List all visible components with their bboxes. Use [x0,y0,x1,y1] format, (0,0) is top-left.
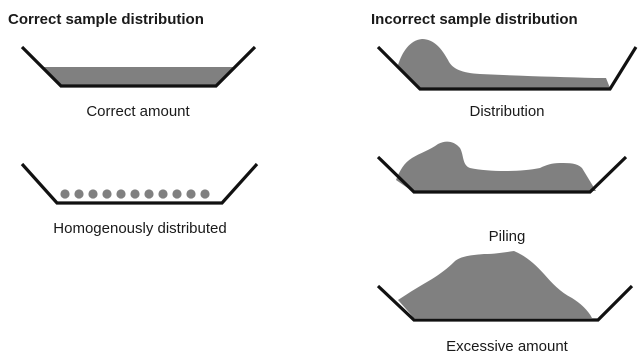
sample-dot [102,189,112,199]
caption-excessive-amount: Excessive amount [446,338,568,355]
piling-illustration [376,141,628,194]
sample-skewed [398,39,610,88]
caption-correct-amount: Correct amount [86,103,190,120]
correct-heading: Correct sample distribution [8,11,204,28]
sample-container [20,162,259,205]
sample-dot [116,189,126,199]
incorrect-heading: Incorrect sample distribution [371,11,578,28]
sample-container [20,45,257,88]
sample-dot [158,189,168,199]
caption-piling: Piling [488,228,526,245]
homogeneous-illustration [20,162,259,205]
sample-dot [200,189,210,199]
sample-piled [396,141,596,191]
excessive-illustration [376,251,634,322]
sample-dot [144,189,154,199]
sample-dot [172,189,182,199]
sample-heap [398,251,592,318]
sample-dots [60,189,210,199]
correct-amount-illustration [20,45,257,88]
sample-dot [74,189,84,199]
caption-distribution: Distribution [469,103,545,120]
sample-container [376,284,634,322]
sample-dot [88,189,98,199]
sample-layer [42,67,235,86]
sample-dot [60,189,70,199]
distribution-illustration [376,39,638,91]
sample-dot [186,189,196,199]
sample-container [376,45,638,91]
sample-container [376,155,628,194]
sample-dot [130,189,140,199]
caption-homogenously-distributed: Homogenously distributed [53,220,227,237]
